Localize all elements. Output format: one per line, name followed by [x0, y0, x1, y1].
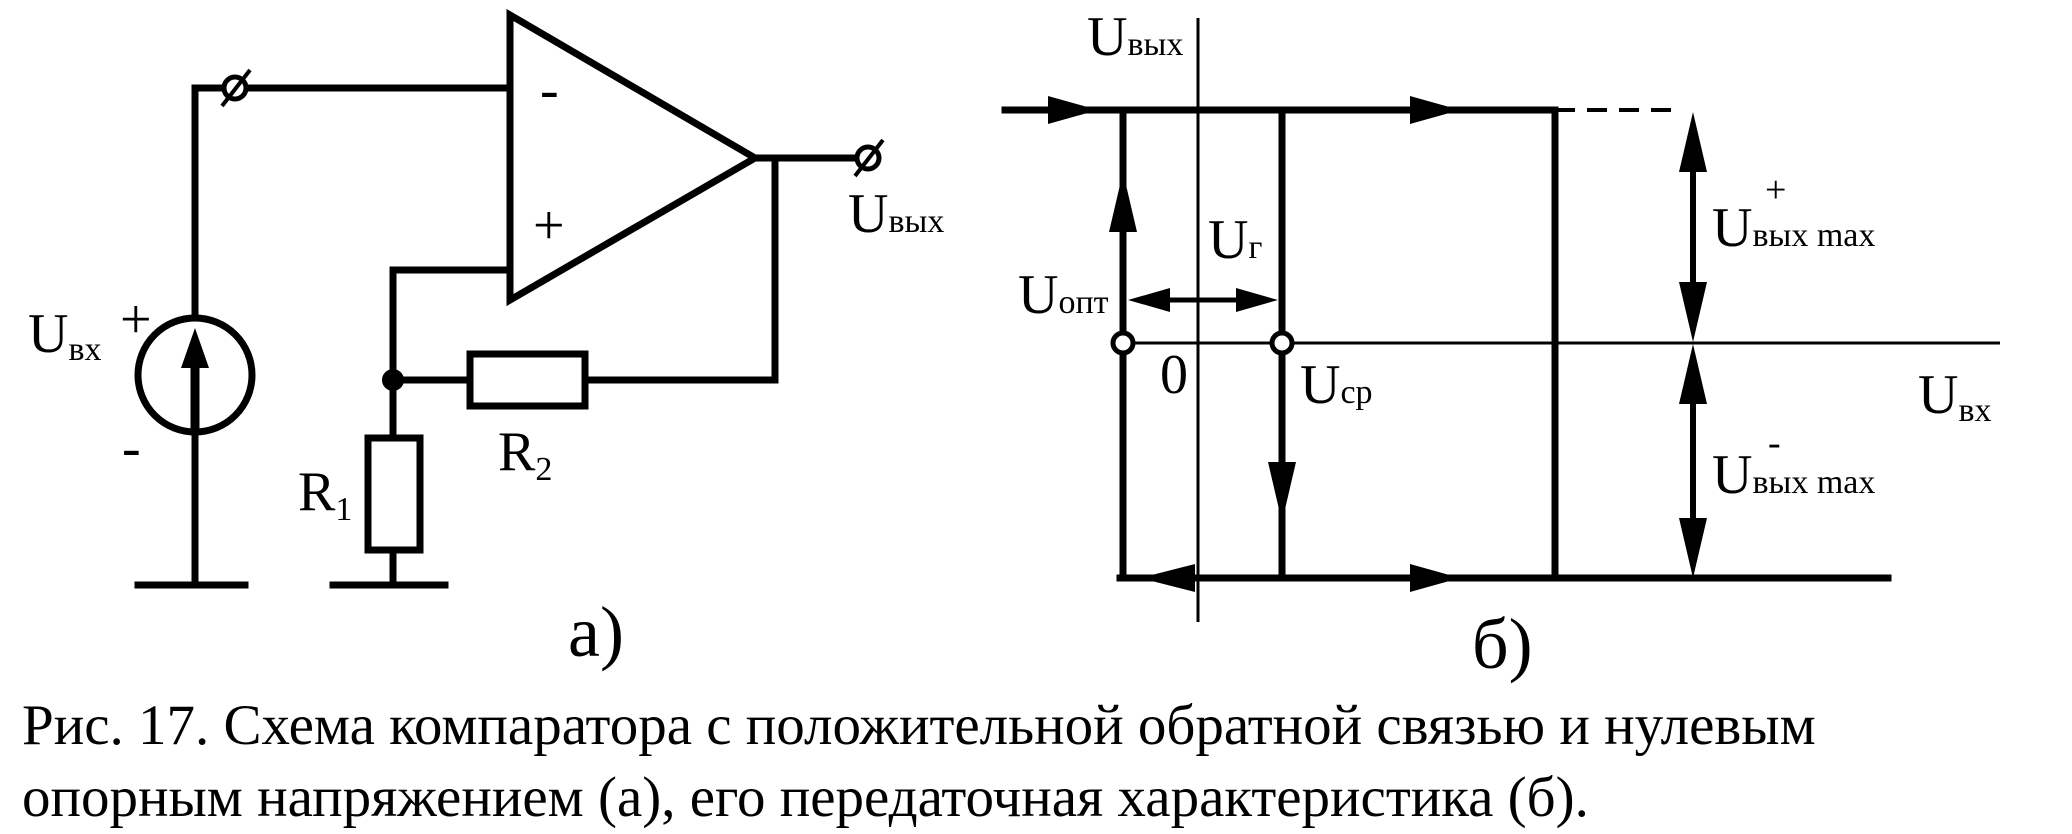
label-umax-minus: Uвых max [1712, 444, 1875, 506]
label-u-r: Uг [1208, 209, 1262, 271]
threshold-point-sr [1269, 330, 1295, 356]
label-source-minus: - [122, 417, 141, 479]
arrow-upper-left [1048, 96, 1098, 124]
panel-label-b: б) [1472, 604, 1533, 684]
caption-line-1: Рис. 17. Схема компаратора с положительн… [22, 694, 1816, 757]
wire-r2-output [581, 154, 779, 384]
label-umax-plus: Uвых max [1712, 197, 1875, 259]
label-u-sr: Uср [1300, 354, 1373, 416]
label-opamp-plus: + [533, 195, 565, 257]
label-origin: 0 [1160, 344, 1188, 406]
wire-input-to-inverting [191, 84, 514, 322]
arrow-lower-right [1410, 564, 1460, 592]
arrow-lower-left [1140, 564, 1195, 592]
label-opamp-minus: - [540, 59, 559, 121]
amplitude-plus-arrow-down [1679, 282, 1707, 342]
label-r2: R2 [498, 421, 552, 488]
label-umax-plus-sup: + [1765, 169, 1786, 211]
arrow-left-leg-up [1109, 172, 1137, 232]
label-x-axis: Uвх [1918, 364, 1992, 429]
label-source-plus: + [120, 289, 152, 351]
hysteresis-arrow-left [1128, 288, 1170, 312]
label-u-out: Uвых [848, 183, 944, 245]
circuit-diagram: Uвх + - - + Uвых R1 R2 а) [28, 8, 944, 672]
transfer-characteristic: Uвых Uвх 0 Uопт Uср Uг Uвых max + Uвых m… [1001, 6, 2000, 684]
figure-caption: Рис. 17. Схема компаратора с положительн… [22, 690, 2062, 834]
output-terminal-slash [853, 138, 885, 178]
amplitude-plus-arrow-up [1679, 112, 1707, 172]
arrow-right-leg-down [1268, 462, 1296, 522]
opamp-triangle [506, 8, 762, 307]
label-u-in: Uвх [28, 303, 102, 368]
panel-label-a: а) [568, 592, 624, 672]
label-r1: R1 [298, 461, 352, 528]
label-y-axis: Uвых [1087, 6, 1183, 68]
label-umax-minus-sup: - [1768, 422, 1781, 464]
resistor-r1 [364, 434, 424, 554]
amplitude-minus-arrow-down [1679, 518, 1707, 578]
label-u-opt: Uопт [1018, 264, 1109, 326]
resistor-r2 [466, 350, 589, 410]
input-terminal-slash [220, 68, 252, 108]
hysteresis-arrow-right [1236, 288, 1278, 312]
wire-noninverting-to-junction [389, 266, 514, 384]
voltage-source-symbol [134, 314, 256, 436]
amplitude-minus-arrow-up [1679, 344, 1707, 404]
caption-line-2: опорным напряжением (а), его передаточна… [22, 766, 1589, 829]
arrow-upper-right [1410, 96, 1460, 124]
threshold-point-opt [1110, 330, 1136, 356]
